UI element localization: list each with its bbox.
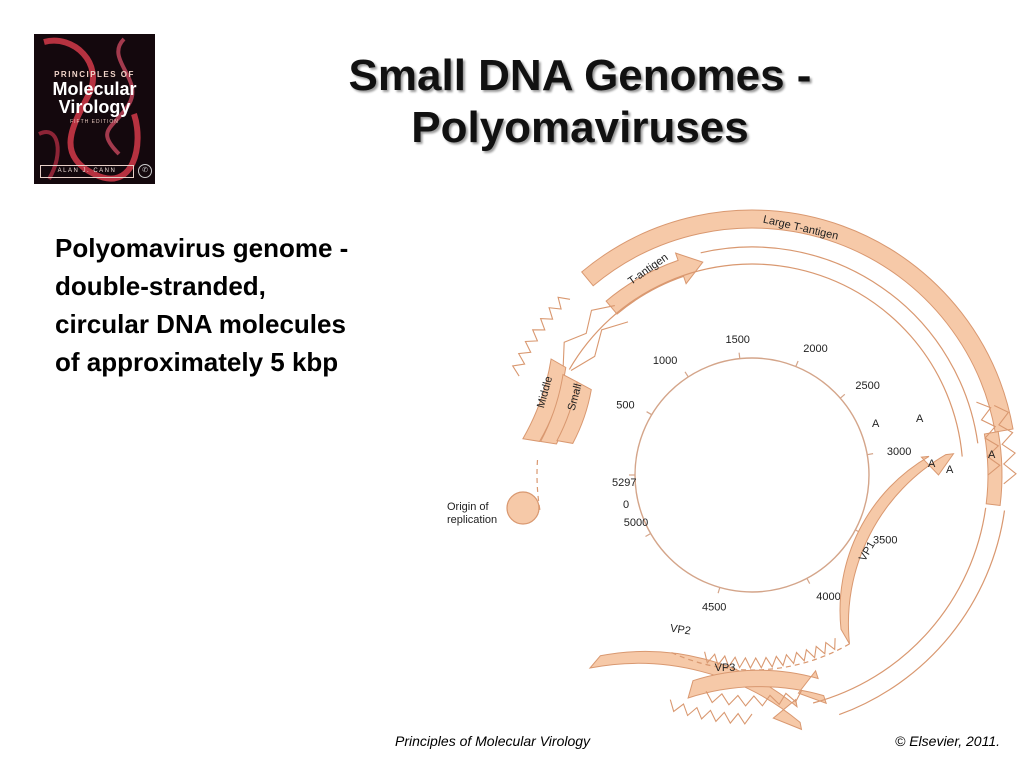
body-line-2: double-stranded, xyxy=(55,271,266,301)
position-tick-3000 xyxy=(867,453,874,456)
middle-t-antigen-arrow xyxy=(605,252,704,315)
vp2-transcript-line xyxy=(838,510,1006,716)
origin-label-line2: replication xyxy=(447,514,497,526)
poly-a-zigzag-2 xyxy=(993,405,1017,485)
large-t-antigen-arrow xyxy=(580,209,1014,433)
cover-edition: FIFTH EDITION xyxy=(70,119,119,125)
position-label-4500: 4500 xyxy=(702,602,726,614)
position-tick-4500 xyxy=(717,587,721,594)
transcript-lines xyxy=(536,246,1006,716)
poly-a-zigzag-1 xyxy=(976,401,1001,476)
position-label-3500: 3500 xyxy=(873,534,897,546)
small-t-intron-zigzag xyxy=(570,321,629,371)
vp3-intron-zigzag xyxy=(705,690,803,707)
cover-series-text: PRINCIPLES OF xyxy=(54,70,135,79)
early-leader-line xyxy=(536,459,541,513)
slide-title-line2: Polyomaviruses xyxy=(411,103,749,152)
footer-book-title: Principles of Molecular Virology xyxy=(395,733,591,749)
large-t-antigen-tail xyxy=(983,431,1003,507)
label-vp2: VP2 xyxy=(669,623,691,638)
position-tick-2500 xyxy=(839,393,846,399)
position-ticks: 0 500 1000 1500 2000 2500 3000 3500 4000 4500 5000 xyxy=(616,334,911,614)
book-cover: PRINCIPLES OF Molecular Virology FIFTH E… xyxy=(34,34,155,184)
position-tick-500 xyxy=(646,411,653,416)
small-t-exon-2 xyxy=(556,381,592,444)
poly-a-label-1: A xyxy=(872,418,880,430)
vp2-arrow xyxy=(588,651,803,731)
position-label-3000: 3000 xyxy=(887,446,911,458)
body-line-3: circular DNA molecules xyxy=(55,309,346,339)
vp3-arrow xyxy=(687,669,827,705)
publisher-logo-icon: ✆ xyxy=(138,164,152,178)
position-tick-5000 xyxy=(645,532,651,538)
poly-a-label-5: A xyxy=(988,449,996,461)
footer-copyright: © Elsevier, 2011. xyxy=(895,733,1000,749)
position-label-2000: 2000 xyxy=(803,343,827,355)
position-tick-4000 xyxy=(806,578,811,584)
cover-title: Molecular Virology xyxy=(52,79,137,117)
body-text: Polyomavirus genome - double-stranded, c… xyxy=(55,229,450,381)
small-t-transcript-line xyxy=(568,263,963,457)
body-line-4: of approximately 5 kbp xyxy=(55,347,339,377)
position-tick-1000 xyxy=(684,371,689,378)
position-label-4000: 4000 xyxy=(816,591,840,603)
position-label-0: 0 xyxy=(623,499,629,511)
genome-map-circle xyxy=(634,357,870,593)
large-t-intron-zigzag xyxy=(511,296,571,377)
poly-a-label-2: A xyxy=(916,413,924,425)
middle-t-intron-zigzag xyxy=(562,305,615,367)
gene-arrows xyxy=(522,209,1014,731)
total-length-label: 5297 xyxy=(612,477,636,489)
body-line-1: Polyomavirus genome - xyxy=(55,233,349,263)
vp1-intron-zigzag xyxy=(704,638,836,670)
position-label-500: 500 xyxy=(616,399,634,411)
slide-title-line1: Small DNA Genomes - xyxy=(348,51,812,100)
intron-zigzags xyxy=(511,296,1017,725)
cover-dna-strand xyxy=(38,37,141,182)
poly-a-label-4: A xyxy=(946,464,954,476)
position-label-2500: 2500 xyxy=(855,380,879,392)
origin-of-replication-marker xyxy=(506,491,540,525)
poly-a-label-3: A xyxy=(928,458,936,470)
label-vp3: VP3 xyxy=(715,662,736,674)
position-circle xyxy=(634,357,870,593)
position-tick-1500 xyxy=(738,352,741,359)
middle-t-transcript-line xyxy=(700,246,979,444)
position-tick-2000 xyxy=(795,360,799,367)
vp2-intron-zigzag xyxy=(669,699,753,725)
slide-title: Small DNA Genomes - Polyomaviruses xyxy=(290,50,870,154)
cover-author: ALAN J. CANN xyxy=(40,165,134,178)
origin-label-line1: Origin of xyxy=(447,501,490,513)
position-label-5000: 5000 xyxy=(624,517,648,529)
vp1-arrow xyxy=(839,453,955,645)
position-label-1000: 1000 xyxy=(653,355,677,367)
position-label-1500: 1500 xyxy=(725,334,749,346)
vp3-transcript-line xyxy=(812,507,987,704)
vp1-leader-line xyxy=(669,643,850,671)
